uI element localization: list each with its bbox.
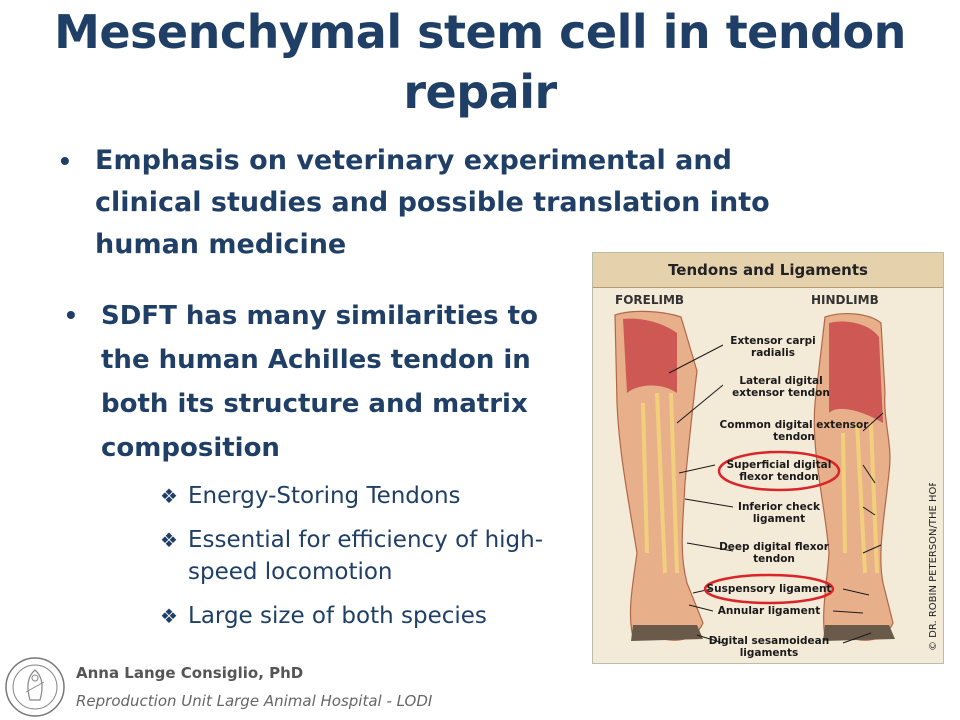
sub-bullet: ❖ Energy-Storing Tendons	[160, 480, 580, 512]
footer-unit: Reproduction Unit Large Animal Hospital …	[76, 692, 433, 710]
label-suspensory: Suspensory ligament	[706, 583, 832, 595]
slide-title: Mesenchymal stem cell in tendon repair	[54, 5, 906, 119]
forelimb-tendons	[641, 392, 679, 574]
footer-author: Anna Lange Consiglio, PhD	[76, 664, 304, 682]
sub-bullet-text: Energy-Storing Tendons	[188, 483, 461, 509]
sub-bullet: ❖ Essential for efficiency of high-speed…	[160, 524, 580, 588]
leader-lines	[668, 344, 884, 644]
sub-bullet: ❖ Large size of both species	[160, 600, 580, 632]
forelimb-label: FORELIMB	[615, 293, 685, 307]
bullet-emphasis: • Emphasis on veterinary experimental an…	[60, 140, 840, 266]
hindlimb-hoof	[823, 625, 895, 641]
tendons-ligaments-figure: Tendons and Ligaments FORELIMB HINDLIMB	[592, 252, 944, 664]
diamond-bullet-icon: ❖	[160, 484, 178, 508]
svg-text:© DR. ROBIN PETERSON/THE HORSE: © DR. ROBIN PETERSON/THE HORSE	[928, 483, 939, 651]
figure-header: Tendons and Ligaments	[593, 253, 943, 288]
label-lateral-digital: Lateral digital extensor tendon	[732, 375, 830, 399]
sub-bullet-text: Large size of both species	[188, 603, 487, 629]
limb-illustration	[614, 310, 895, 644]
label-superficial-digital: Superficial digital flexor tendon	[726, 459, 832, 483]
label-inferior-check: Inferior check ligament	[738, 501, 820, 525]
bullet-dot: •	[66, 299, 76, 330]
hindlimb-muscle	[829, 321, 883, 423]
bullet-sdft-text: SDFT has many similarities to the human …	[101, 301, 538, 463]
label-common-digital: Common digital extensor tendon	[719, 419, 869, 443]
sub-bullet-text: Essential for efficiency of high-speed l…	[188, 527, 544, 585]
label-deep-digital: Deep digital flexor tendon	[719, 541, 829, 565]
bullet-dot: •	[60, 145, 70, 176]
label-annular: Annular ligament	[717, 605, 821, 617]
hindlimb-tendons	[841, 422, 879, 574]
forelimb-muscle	[623, 318, 677, 393]
highlight-ring-sdft	[717, 450, 841, 492]
forelimb-hoof	[631, 625, 703, 641]
sub-bullet-list: ❖ Energy-Storing Tendons ❖ Essential for…	[160, 480, 580, 632]
photo-credit: © DR. ROBIN PETERSON/THE HORSE	[928, 483, 939, 651]
hindlimb-label: HINDLIMB	[811, 293, 879, 307]
diamond-bullet-icon: ❖	[160, 528, 178, 552]
university-seal-logo	[5, 657, 65, 717]
label-digital-sesamoidean: Digital sesamoidean ligaments	[708, 635, 830, 659]
bullet-sdft: • SDFT has many similarities to the huma…	[66, 294, 586, 470]
bullet-emphasis-text: Emphasis on veterinary experimental and …	[95, 145, 770, 260]
diamond-bullet-icon: ❖	[160, 604, 178, 628]
highlight-ring-suspensory	[703, 573, 835, 605]
label-extensor-carpi: Extensor carpi radialis	[730, 335, 816, 359]
